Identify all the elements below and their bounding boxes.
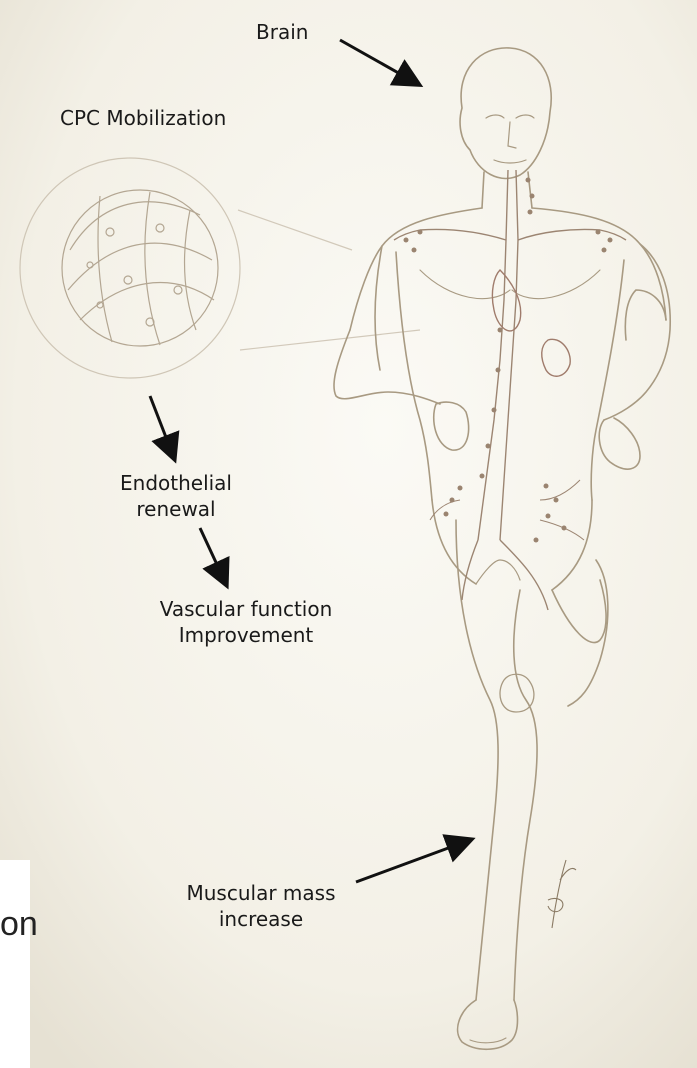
brain-label: Brain [256,19,308,45]
endothelial-line-2: renewal [116,496,236,522]
muscular-mass-label: Muscular mass increase [176,880,346,932]
muscular-line-1: Muscular mass [176,880,346,906]
muscular-line-2: increase [176,906,346,932]
vascular-line-1: Vascular function [146,596,346,622]
vascular-line-2: Improvement [146,622,346,648]
vascular-function-label: Vascular function Improvement [146,596,346,648]
stray-text-fragment: on [0,905,38,944]
endothelial-line-1: Endothelial [116,470,236,496]
endothelial-renewal-label: Endothelial renewal [116,470,236,522]
page-margin [0,860,30,1068]
cpc-mobilization-label: CPC Mobilization [60,105,226,131]
